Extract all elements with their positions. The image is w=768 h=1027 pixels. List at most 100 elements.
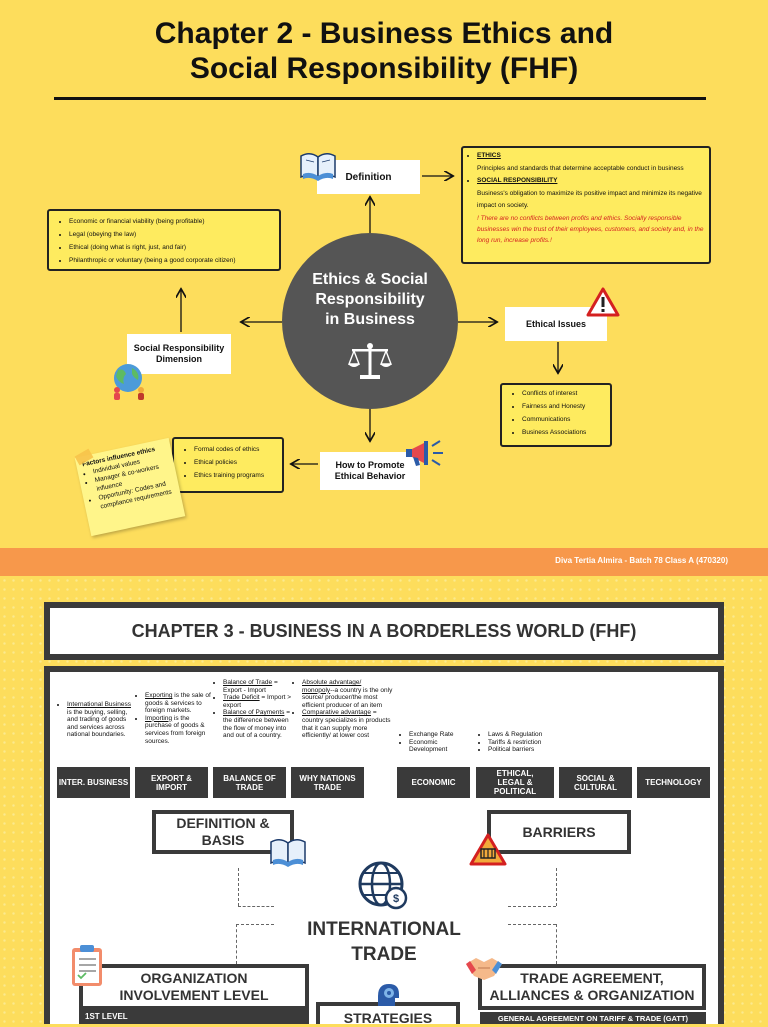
balance-of-payments-definition: = the difference between the flow of mon… xyxy=(223,709,291,740)
balance-of-trade-definition: = Export - Import xyxy=(223,679,278,694)
tab-economic: ECONOMIC xyxy=(397,767,470,798)
promote-note: Formal codes of ethics Ethical policies … xyxy=(172,437,284,493)
sr-definition: Business's obligation to maximize its po… xyxy=(477,189,702,210)
international-trade-line1: INTERNATIONAL xyxy=(307,919,461,940)
mindmap-connectors xyxy=(0,0,768,548)
profit-ethics-note: ! There are no conflicts between profits… xyxy=(477,214,704,244)
dashed-connector xyxy=(508,906,556,907)
center-circle xyxy=(282,233,458,409)
export-definition: is the sale of goods & services to forei… xyxy=(145,692,211,715)
absolute-advantage-definition: --a country is the only source/ producer… xyxy=(302,686,393,709)
tab-balance-of-trade: BALANCE OF TRADE xyxy=(213,767,286,798)
globe-dollar-icon: $ xyxy=(358,861,408,910)
ethics-heading: ETHICS xyxy=(477,152,501,159)
handshake-icon xyxy=(466,958,502,980)
sr-dimension-label-line2: Dimension xyxy=(155,354,202,364)
trade-agreement-box: TRADE AGREEMENT, ALLIANCES & ORGANIZATIO… xyxy=(482,968,702,1006)
sr-dimension-note: Economic or financial viability (being p… xyxy=(47,209,281,271)
globe-people-icon xyxy=(114,364,144,400)
center-title-line2: Responsibility xyxy=(315,291,425,308)
megaphone-icon xyxy=(406,440,443,466)
trade-deficit-term: Trade Deficit xyxy=(223,694,260,702)
sr-dimension-label-line1: Social Responsibility xyxy=(133,343,225,353)
chapter3-title: CHAPTER 3 - BUSINESS IN A BORDERLESS WOR… xyxy=(50,608,718,654)
chapter2-title-line2: Social Responsibility (FHF) xyxy=(189,52,579,85)
definition-basis-box: DEFINITION & BASIS xyxy=(156,814,290,850)
ethical-issue-item: Fairness and Honesty xyxy=(522,400,606,413)
book-icon xyxy=(270,839,306,867)
tab-technology: TECHNOLOGY xyxy=(637,767,710,798)
absolute-advantage-term: Absolute advantage/ monopoly xyxy=(302,679,362,694)
title-divider xyxy=(54,97,706,100)
dashed-connector xyxy=(236,924,274,925)
economic-item: Exchange Rate xyxy=(409,731,470,739)
legal-item: Laws & Regulation xyxy=(488,731,559,739)
inter-business-text: International Business is the buying, se… xyxy=(58,701,134,739)
warning-icon xyxy=(469,833,507,866)
sr-heading: SOCIAL RESPONSIBILITY xyxy=(477,177,558,184)
trade-agreement-line1: TRADE AGREEMENT, xyxy=(520,970,664,986)
comparative-advantage-term: Comparative advantage xyxy=(302,709,372,717)
import-definition: is the purchase of goods & services from… xyxy=(145,714,206,745)
clipboard-icon xyxy=(72,945,102,986)
balance-text: Balance of Trade = Export - Import Trade… xyxy=(214,679,292,740)
barriers-box: BARRIERS xyxy=(491,814,627,850)
import-term: Importing xyxy=(145,714,173,722)
tab-inter-business: INTER. BUSINESS xyxy=(57,767,130,798)
strategies-box: STRATEGIES xyxy=(320,1006,456,1026)
dashed-connector xyxy=(238,906,274,907)
tab-social-cultural: SOCIAL & CULTURAL xyxy=(559,767,632,798)
scale-icon xyxy=(347,343,393,379)
svg-text:$: $ xyxy=(393,893,399,905)
ethics-definition: Principles and standards that determine … xyxy=(477,164,684,172)
tab-why-nations-trade: WHY NATIONS TRADE xyxy=(291,767,364,798)
ethical-issues-note: Conflicts of interest Fairness and Hones… xyxy=(500,383,612,447)
org-level-line1: ORGANIZATION xyxy=(140,970,248,986)
center-title-line1: Ethics & Social xyxy=(312,271,428,288)
international-trade-title: INTERNATIONAL TRADE xyxy=(284,917,484,967)
legal-item: Political barriers xyxy=(488,746,559,754)
org-level-line2: INVOLVEMENT LEVEL xyxy=(119,987,269,1003)
dashed-connector xyxy=(556,868,557,906)
promote-item: Formal codes of ethics xyxy=(194,443,278,456)
center-title: Ethics & Social Responsibility in Busine… xyxy=(282,270,458,330)
org-level-box: ORGANIZATION INVOLVEMENT LEVEL xyxy=(83,968,305,1006)
ethical-issue-item: Communications xyxy=(522,413,606,426)
chapter2-title-line1: Chapter 2 - Business Ethics and xyxy=(154,17,614,50)
book-icon xyxy=(300,153,336,181)
definition-basis-line1: DEFINITION & xyxy=(176,815,270,831)
trade-agreement-line2: ALLIANCES & ORGANIZATION xyxy=(489,987,695,1003)
ethical-issue-item: Business Associations xyxy=(522,426,606,439)
credit-band xyxy=(0,548,768,576)
balance-of-trade-term: Balance of Trade xyxy=(223,679,273,686)
legal-item: Tariffs & restriction xyxy=(488,739,559,747)
sr-dimension-item: Economic or financial viability (being p… xyxy=(69,215,275,228)
balance-of-payments-term: Balance of Payments xyxy=(223,709,285,717)
sr-dimension-item: Philanthropic or voluntary (being a good… xyxy=(69,254,275,267)
comparative-advantage-definition: = country specializes in products that i… xyxy=(302,709,391,740)
promote-item: Ethical policies xyxy=(194,456,278,469)
tab-export-import: EXPORT & IMPORT xyxy=(135,767,208,798)
author-credit: Diva Tertia Almira - Batch 78 Class A (4… xyxy=(555,556,728,565)
export-import-text: Exporting is the sale of goods & service… xyxy=(136,692,214,745)
warning-icon xyxy=(586,287,620,317)
export-term: Exporting xyxy=(145,692,173,699)
sr-dimension-item: Legal (obeying the law) xyxy=(69,228,275,241)
dashed-connector xyxy=(556,924,557,964)
first-level-label: 1ST LEVEL xyxy=(85,1012,128,1021)
promote-item: Ethics training programs xyxy=(194,469,278,482)
legal-text: Laws & Regulation Tariffs & restriction … xyxy=(479,731,559,754)
promote-label-line2: Ethical Behavior xyxy=(334,471,406,481)
economic-text: Exchange Rate Economic Development xyxy=(400,731,470,754)
inter-business-term: International Business xyxy=(67,701,131,708)
dashed-connector xyxy=(238,868,239,906)
why-trade-text: Absolute advantage/ monopoly--a country … xyxy=(293,679,393,740)
sr-dimension-item: Ethical (doing what is right, just, and … xyxy=(69,241,275,254)
economic-item: Economic Development xyxy=(409,739,470,754)
tab-ethical-legal-political: ETHICAL, LEGAL & POLITICAL xyxy=(476,767,554,798)
trade-deficit-definition: = Import > export xyxy=(223,694,292,709)
international-trade-line2: TRADE xyxy=(351,944,417,965)
definition-basis-line2: BASIS xyxy=(201,832,245,848)
gear-head-icon xyxy=(378,984,399,1006)
center-title-line3: in Business xyxy=(325,311,415,328)
